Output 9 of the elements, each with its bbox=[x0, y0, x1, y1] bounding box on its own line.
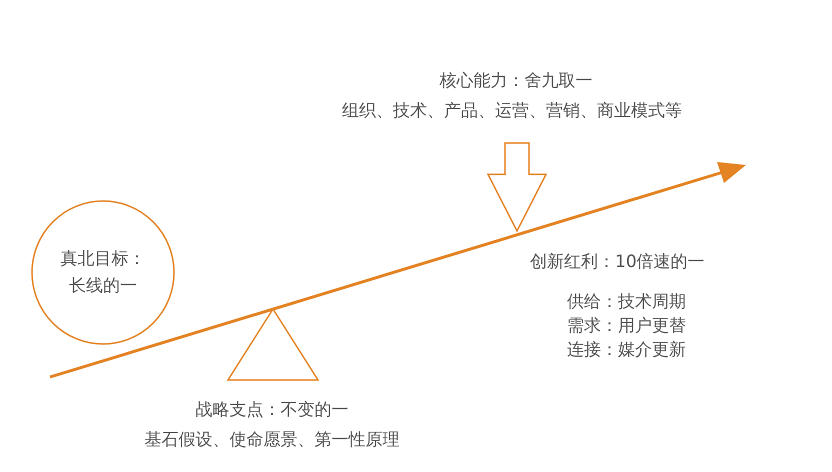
goal-text: 真北目标：长线的一 bbox=[60, 248, 146, 298]
description-text: 组织、技术、产品、运营、营销、商业模式等 bbox=[342, 100, 682, 122]
heading-text: 核心能力：舍九取一 bbox=[440, 70, 592, 92]
description-text: 供给：技术周期 bbox=[567, 291, 686, 313]
description-text: 需求：用户更替 bbox=[567, 315, 686, 337]
heading-text: 战略支点：不变的一 bbox=[196, 399, 348, 421]
description-text: 基石假设、使命愿景、第一性原理 bbox=[144, 429, 400, 451]
heading-text: 创新红利：10倍速的一 bbox=[530, 251, 705, 273]
description-text: 连接：媒介更新 bbox=[567, 339, 686, 361]
